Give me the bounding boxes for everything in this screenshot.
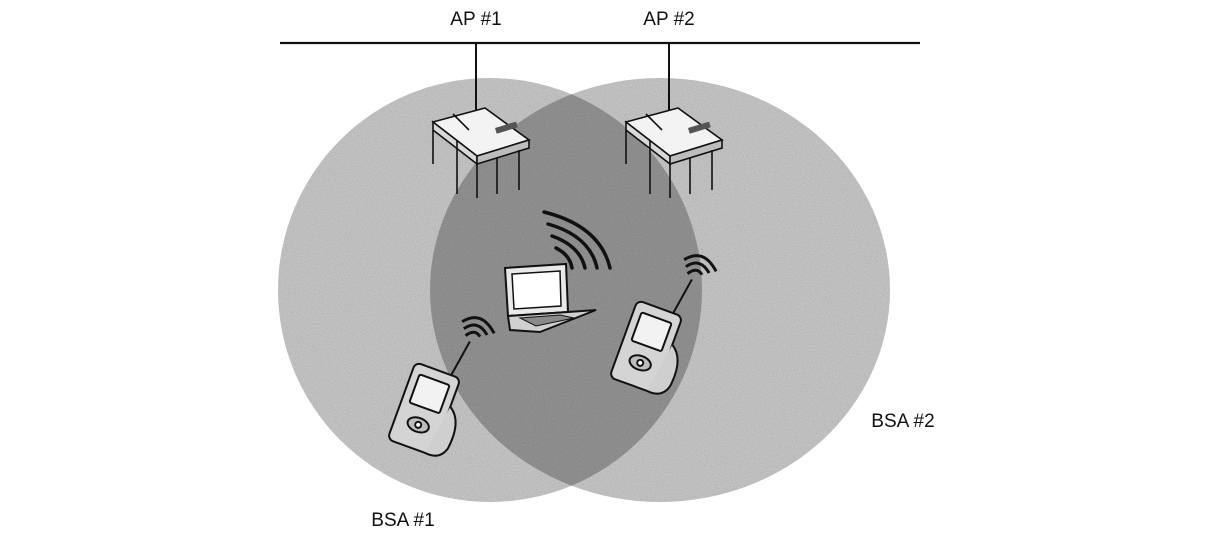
bsa-2-label: BSA #2 [871,411,934,432]
handheld-device-icon [388,316,496,457]
coverage-areas [278,78,890,502]
coverage-overlap [430,78,702,502]
access-point-icon [431,107,531,198]
laptop-icon [503,262,597,334]
bsa-1-label: BSA #1 [371,510,434,531]
wireless-signal-icon [542,210,612,270]
ap-2-label: AP #2 [643,9,694,30]
handheld-device-icon [610,254,718,395]
access-point-icon [624,107,724,198]
ap-1-label: AP #1 [450,9,501,30]
